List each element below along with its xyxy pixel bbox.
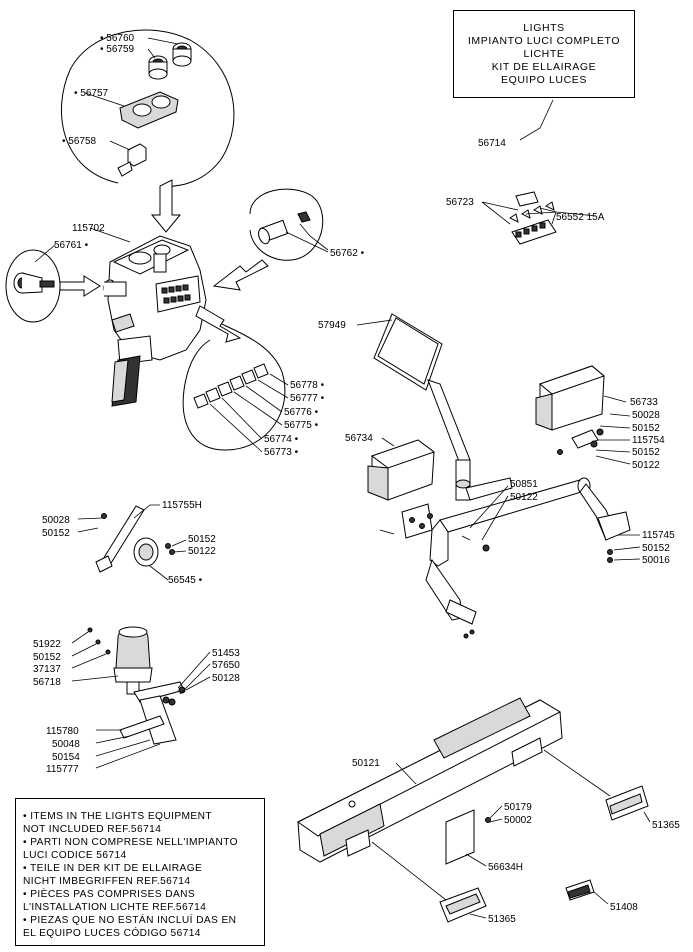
fuse-row [161, 284, 191, 304]
part-label: 50028 [632, 410, 660, 421]
part-label: 56714 [478, 138, 506, 149]
part-label: 51365 [652, 820, 680, 831]
key-switch-detail-bubble [5, 244, 101, 323]
note-line: • PARTI NON COMPRESE NELL'IMPIANTO [23, 837, 238, 848]
part-label: 56774 • [264, 434, 299, 445]
part-label: 115780 [46, 726, 79, 737]
switch-panel-part [119, 91, 179, 129]
tail-lamp-right-part [543, 749, 651, 823]
note-line: NOT INCLUDED REF.56714 [23, 824, 162, 835]
part-label: 50122 [632, 460, 660, 471]
part-label: 51922 [33, 639, 61, 650]
part-label: 115755H [162, 500, 202, 511]
note-line: • PIEZAS QUE NO ESTÁN INCLUÍ DAS EN [23, 915, 237, 926]
switch-detail-bubble [60, 29, 235, 233]
part-label: 50152 [632, 423, 660, 434]
part-label: 50121 [352, 758, 380, 769]
part-label: 56775 • [284, 420, 319, 431]
note-line: • PIÈCES PAS COMPRISES DANS [23, 889, 196, 900]
part-label: 56733 [630, 397, 658, 408]
part-label: • 56760 [100, 33, 135, 44]
part-label: 57650 [212, 660, 240, 671]
part-label: 50851 [510, 479, 538, 490]
relay-row [193, 363, 269, 409]
part-label: 56718 [33, 677, 61, 688]
part-label: 50128 [212, 673, 240, 684]
part-label: 56723 [446, 197, 474, 208]
part-label: • 56759 [100, 44, 135, 55]
bracket-part [117, 143, 147, 177]
part-label: 51408 [610, 902, 638, 913]
part-label: 50179 [504, 802, 532, 813]
console-assembly [89, 227, 207, 407]
part-label: 51365 [488, 914, 516, 925]
part-label: 56773 • [264, 447, 299, 458]
part-label: 56761 • [54, 240, 89, 251]
part-label: 56778 • [290, 380, 325, 391]
part-label: • 56758 [62, 136, 97, 147]
note-line: EL EQUIPO LUCES CÓDIGO 56714 [23, 928, 201, 939]
bumper-part [297, 697, 563, 867]
part-label: 56762 • [330, 248, 365, 259]
part-label: 115754 [632, 435, 665, 446]
part-label: 50028 [42, 515, 70, 526]
horn-part [77, 504, 187, 581]
part-label: 50152 [188, 534, 216, 545]
part-label: 56734 [345, 433, 373, 444]
part-label: 50152 [33, 652, 61, 663]
note-line: NICHT IMBEGRIFFEN REF.56714 [23, 876, 191, 887]
title-box: LIGHTS IMPIANTO LUCI COMPLETO LICHTE KIT… [453, 10, 635, 98]
note-line: L'INSTALLATION LICHTE REF.56714 [23, 902, 207, 913]
part-label: 51453 [212, 648, 240, 659]
part-label: 56552 15A [556, 212, 605, 223]
small-lamp-part [565, 879, 609, 905]
part-label: 56634H [488, 862, 523, 873]
part-label: 37137 [33, 664, 61, 675]
part-label: 50154 [52, 752, 80, 763]
part-label: 50048 [52, 739, 80, 750]
part-label: • 56757 [74, 88, 109, 99]
beacon-part [71, 626, 211, 769]
note-line: LUCI CODICE 56714 [23, 850, 127, 861]
roll-bar-frame [379, 477, 641, 639]
part-label: 115745 [642, 530, 675, 541]
fuse-box-part [481, 191, 597, 245]
mirror-part [356, 313, 471, 501]
part-label: 56777 • [290, 393, 325, 404]
title-line: LIGHTS [523, 22, 565, 34]
work-light-front-part [367, 437, 436, 501]
part-label: 50152 [632, 447, 660, 458]
socket-detail-bubble [212, 188, 329, 291]
note-box: • ITEMS IN THE LIGHTS EQUIPMENT NOT INCL… [15, 798, 265, 946]
part-label: 50152 [642, 543, 670, 554]
tail-lamp-left-part [371, 841, 487, 923]
note-line: • ITEMS IN THE LIGHTS EQUIPMENT [23, 811, 212, 822]
part-label: 50002 [504, 815, 532, 826]
title-line: KIT DE ELLAIRAGE [491, 61, 597, 73]
note-line: • TEILE IN DER KIT DE ELLAIRAGE [23, 863, 203, 874]
part-label: 50122 [510, 492, 538, 503]
part-label: 50016 [642, 555, 670, 566]
part-label: 57949 [318, 320, 346, 331]
part-label: 50122 [188, 546, 216, 557]
part-label: 115702 [72, 223, 105, 234]
fuse-detail-bubble [182, 305, 289, 453]
part-labels: • 56760 • 56759 • 56757 • 56758 115702 5… [33, 33, 680, 925]
title-line: IMPIANTO LUCI COMPLETO [467, 35, 621, 47]
title-line: EQUIPO LUCES [501, 74, 587, 86]
switch-cap-part [148, 42, 192, 80]
part-label: 50152 [42, 528, 70, 539]
part-label: 115777 [46, 764, 79, 775]
title-line: LICHTE [523, 48, 565, 60]
part-label: 56776 • [284, 407, 319, 418]
work-light-rear-part [535, 365, 631, 465]
part-label: 56545 • [168, 575, 203, 586]
